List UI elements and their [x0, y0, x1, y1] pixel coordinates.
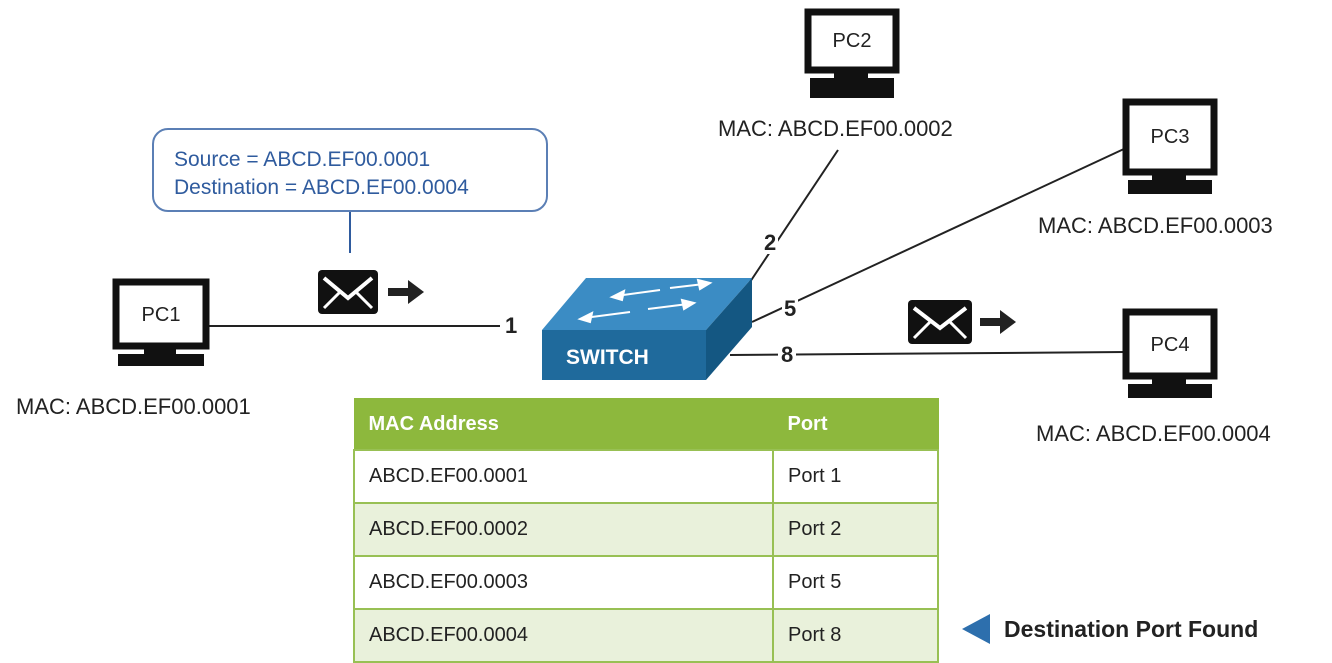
mac-cell: ABCD.EF00.0004 — [353, 608, 774, 663]
link-switch-pc2 — [749, 149, 839, 283]
destination-found-indicator: Destination Port Found — [962, 614, 1258, 644]
mac-cell: ABCD.EF00.0002 — [353, 502, 774, 557]
port-2-label: 2 — [762, 230, 779, 255]
port-5-label: 5 — [782, 296, 799, 321]
port-cell: Port 8 — [772, 608, 939, 663]
table-row: ABCD.EF00.0002 Port 2 — [353, 502, 939, 557]
link-switch-pc3 — [751, 147, 1127, 323]
port-8-label: 8 — [778, 344, 797, 366]
port-cell: Port 1 — [772, 449, 939, 504]
destination-found-text: Destination Port Found — [1004, 615, 1259, 642]
arrow-right-icon — [388, 280, 424, 304]
arrow-left-icon — [962, 614, 990, 644]
pc2-mac: MAC: ABCD.EF00.0002 — [718, 116, 953, 141]
pc1-name: PC1 — [141, 304, 181, 326]
pc-monitor-icon — [112, 278, 210, 366]
table-header-row: MAC Address Port — [353, 398, 939, 451]
header-mac-address: MAC Address — [353, 398, 774, 451]
mac-cell: ABCD.EF00.0003 — [353, 555, 774, 610]
pc-monitor-icon — [1122, 308, 1218, 398]
table-row: ABCD.EF00.0001 Port 1 — [353, 449, 939, 504]
pc3-mac: MAC: ABCD.EF00.0003 — [1038, 213, 1273, 238]
frame-source: Source = ABCD.EF00.0001 — [174, 148, 431, 171]
switch-label: SWITCH — [566, 346, 649, 369]
table-row: ABCD.EF00.0004 Port 8 — [353, 608, 939, 663]
pc3: PC3 — [1126, 102, 1214, 172]
pc1-mac: MAC: ABCD.EF00.0001 — [16, 394, 251, 419]
pc3-name: PC3 — [1150, 126, 1190, 148]
table-row: ABCD.EF00.0003 Port 5 — [353, 555, 939, 610]
mac-address-table: MAC Address Port ABCD.EF00.0001 Port 1 A… — [353, 398, 939, 663]
switch-icon — [542, 278, 752, 380]
frame-destination: Destination = ABCD.EF00.0004 — [174, 176, 469, 199]
pc2: PC2 — [808, 12, 896, 70]
envelope-icon — [318, 270, 378, 314]
pc-monitor-icon — [1122, 98, 1218, 194]
mac-cell: ABCD.EF00.0001 — [353, 449, 774, 504]
frame-header-callout: Source = ABCD.EF00.0001 Destination = AB… — [152, 128, 548, 212]
pc2-name: PC2 — [832, 30, 872, 52]
arrow-right-icon — [980, 310, 1016, 334]
port-cell: Port 5 — [772, 555, 939, 610]
envelope-icon — [908, 300, 972, 344]
port-1-label: 1 — [502, 315, 521, 337]
pc4: PC4 — [1126, 312, 1214, 376]
pc1: PC1 — [116, 282, 206, 346]
pc4-mac: MAC: ABCD.EF00.0004 — [1036, 421, 1271, 446]
pc4-name: PC4 — [1150, 334, 1190, 356]
header-port: Port — [772, 398, 939, 451]
pc-monitor-icon — [804, 8, 900, 98]
port-cell: Port 2 — [772, 502, 939, 557]
